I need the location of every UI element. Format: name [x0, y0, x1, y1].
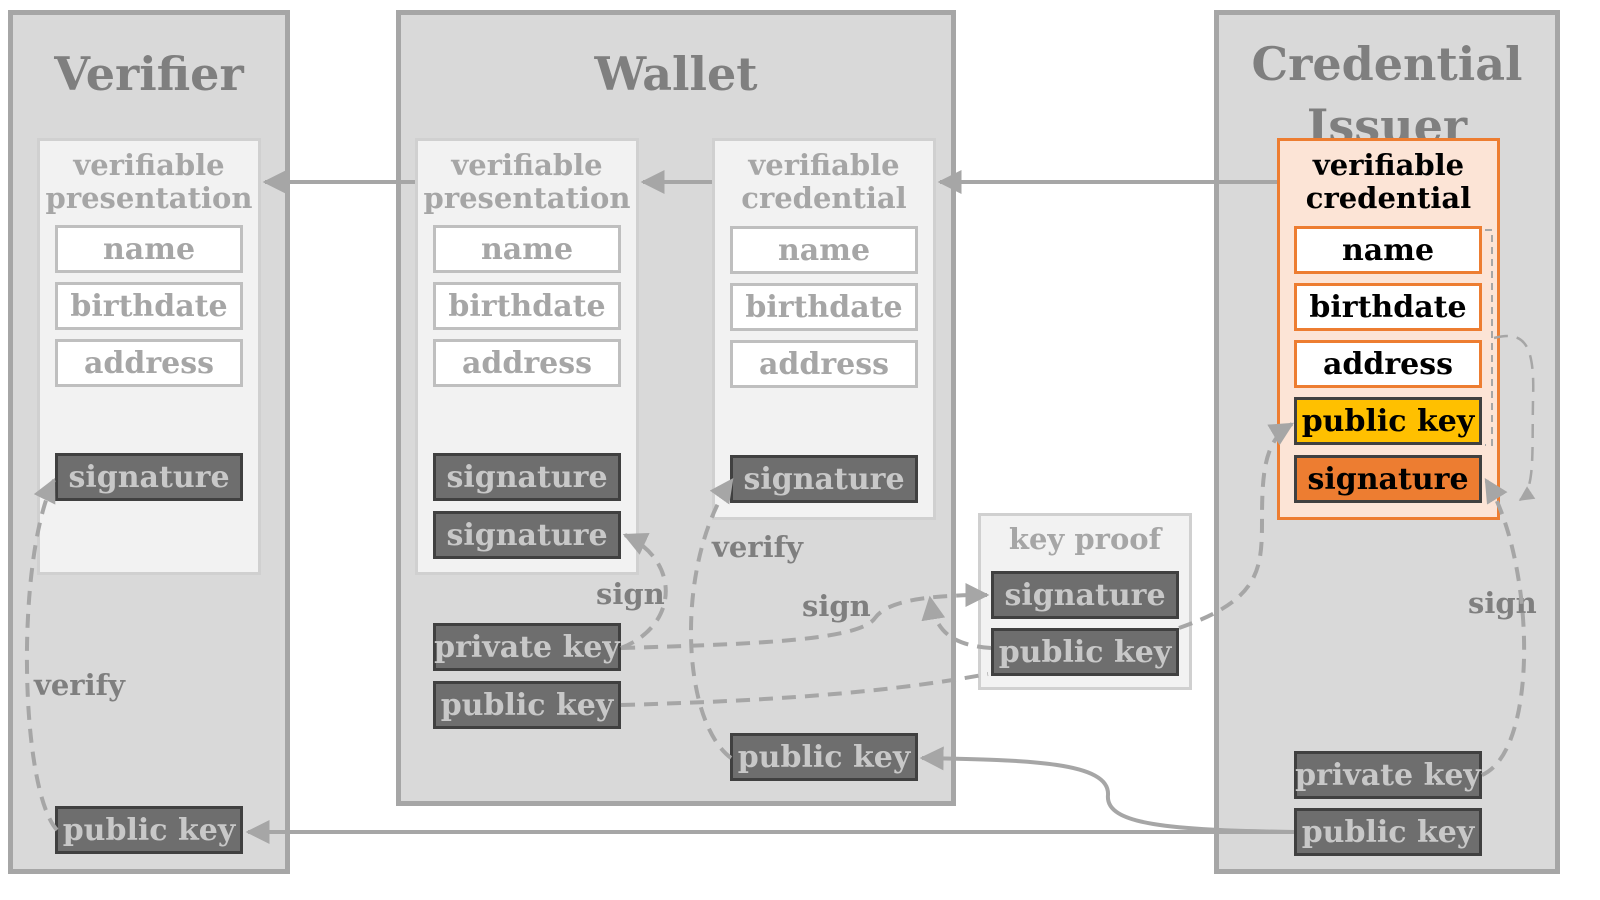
arrow-sign-key-proof	[620, 583, 990, 650]
wallet-public-key: public key	[433, 681, 621, 729]
issuer-public-key: public key	[1294, 808, 1482, 856]
wallet-title: Wallet	[594, 47, 758, 101]
arrow-wallet-pk-to-key-proof	[620, 672, 989, 707]
key-proof-public-key: public key	[991, 628, 1179, 676]
key-proof-title: key proof	[1008, 522, 1162, 556]
verifier-title: Verifier	[54, 47, 244, 101]
arrow-key-proof-verify	[921, 595, 992, 650]
verifier-presentation-title: verifiable presentation	[45, 148, 253, 215]
verifier-public-key: public key	[55, 806, 243, 854]
arrow-issuer-sign	[1481, 477, 1527, 777]
wallet-credential-field-address: address	[730, 340, 918, 388]
issuer-signature: signature	[1294, 455, 1482, 503]
wallet-private-key: private key	[433, 623, 621, 671]
arrow-verifier-verify	[24, 477, 59, 832]
issuer-field-birthdate: birthdate	[1294, 283, 1482, 331]
verifier-field-name: name	[55, 225, 243, 273]
key-proof-sign-label: sign	[802, 589, 871, 623]
wallet-credential-title: verifiable credential	[741, 148, 907, 215]
key-proof-signature: signature	[991, 571, 1179, 619]
issuer-sign-label: sign	[1468, 586, 1537, 620]
arrow-issuer-pk-to-wallet	[919, 746, 1295, 834]
wallet-credential-signature: signature	[730, 455, 918, 503]
verifier-signature: signature	[55, 453, 243, 501]
wallet-credential-field-name: name	[730, 226, 918, 274]
wallet-presentation-title: verifiable presentation	[423, 148, 631, 215]
issuer-field-address: address	[1294, 340, 1482, 388]
signed-fields-bracket	[1485, 229, 1493, 446]
wallet-presentation-signature-1: signature	[433, 453, 621, 501]
wallet-credential-field-birthdate: birthdate	[730, 283, 918, 331]
wallet-sign-label: sign	[596, 577, 665, 611]
issuer-field-name: name	[1294, 226, 1482, 274]
wallet-presentation-field-name: name	[433, 225, 621, 273]
issuer-private-key: private key	[1294, 751, 1482, 799]
verifier-verify-label: verify	[34, 668, 125, 702]
wallet-presentation-field-birthdate: birthdate	[433, 282, 621, 330]
arrow-key-proof-to-issuer-pk	[1178, 422, 1295, 630]
wallet-verify-label: verify	[712, 530, 803, 564]
issuer-holder-public-key: public key	[1294, 397, 1482, 445]
wallet-issuer-public-key: public key	[730, 733, 918, 781]
wallet-presentation-field-address: address	[433, 339, 621, 387]
issuer-credential-title: verifiable credential	[1305, 148, 1472, 215]
wallet-presentation-signature-2: signature	[433, 511, 621, 559]
arrow-issuer-sign-bracket	[1493, 334, 1536, 502]
verifier-field-birthdate: birthdate	[55, 282, 243, 330]
arrow-wallet-sign-presentation	[620, 533, 668, 650]
verifier-field-address: address	[55, 339, 243, 387]
arrow-wallet-verify-credential	[689, 478, 734, 760]
